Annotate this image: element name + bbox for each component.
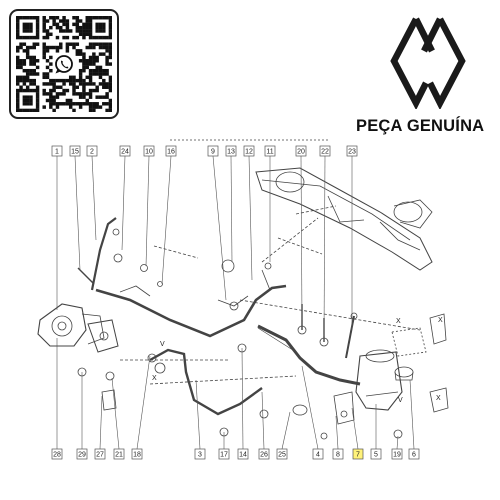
renault-diamond-logo	[390, 17, 466, 109]
power-steering-pump	[37, 303, 105, 347]
part-callout-26: 26	[258, 391, 270, 460]
part-callout-label: 22	[321, 149, 329, 156]
part-callout-label: 2	[90, 149, 94, 156]
part-callout-label: 25	[278, 452, 286, 459]
fluid-reservoir	[355, 349, 403, 411]
part-callout-label: 19	[393, 452, 401, 459]
part-callout-label: 12	[245, 149, 253, 156]
part-callout-4: 4	[301, 365, 324, 460]
steering-rack	[255, 167, 433, 271]
part-callout-label: 1	[55, 149, 59, 156]
part-callout-label: 15	[71, 149, 79, 156]
part-callout-24: 24	[119, 145, 131, 251]
part-callout-label: 4	[316, 452, 320, 459]
part-callout-label: 29	[78, 452, 86, 459]
axis-mark: V	[160, 341, 165, 348]
part-callout-1: 1	[51, 145, 63, 310]
part-callout-label: 20	[297, 149, 305, 156]
part-callout-12: 12	[243, 145, 255, 281]
part-callout-label: 6	[412, 452, 416, 459]
part-callout-16: 16	[161, 145, 177, 285]
part-callout-22: 22	[319, 145, 331, 337]
part-callout-label: 17	[220, 452, 228, 459]
part-callout-15: 15	[69, 145, 81, 271]
part-callout-2: 2	[86, 145, 98, 241]
part-callout-8: 8	[332, 415, 344, 460]
part-callout-25: 25	[276, 411, 291, 460]
part-callout-14: 14	[237, 347, 249, 460]
part-callout-label: 7	[356, 452, 360, 459]
part-callout-label: 16	[167, 149, 175, 156]
part-callout-11: 11	[264, 145, 276, 262]
part-callout-label: 10	[145, 149, 153, 156]
part-callout-label: 28	[53, 452, 61, 459]
part-callout-label: 13	[227, 149, 235, 156]
axis-mark: V	[398, 397, 403, 404]
part-callout-6: 6	[408, 379, 420, 460]
axis-mark: X	[436, 395, 441, 402]
part-callout-23: 23	[346, 145, 358, 330]
axis-mark: X	[152, 375, 157, 382]
part-callout-5: 5	[370, 404, 382, 460]
part-callout-label: 11	[266, 149, 273, 156]
part-callout-17: 17	[218, 432, 230, 460]
qr-code-pattern	[16, 16, 112, 112]
part-callout-10: 10	[143, 145, 155, 267]
whatsapp-icon	[53, 53, 75, 75]
part-callout-21: 21	[111, 377, 125, 460]
part-callout-label: 8	[336, 452, 340, 459]
part-callout-19: 19	[391, 435, 403, 460]
part-callout-label: 24	[121, 149, 129, 156]
part-callout-3: 3	[194, 379, 206, 460]
part-callout-7: 7	[351, 407, 364, 460]
part-callout-28: 28	[51, 338, 63, 460]
part-callout-label: 18	[133, 452, 141, 459]
part-callout-9: 9	[207, 145, 227, 301]
part-callout-29: 29	[76, 372, 88, 460]
part-callout-13: 13	[225, 145, 237, 263]
part-callout-label: 3	[198, 452, 202, 459]
whatsapp-qr-code[interactable]	[9, 9, 119, 119]
axis-mark: X	[396, 318, 401, 325]
part-callout-label: 21	[115, 452, 123, 459]
part-callout-label: 23	[348, 149, 356, 156]
part-callout-label: 26	[260, 452, 268, 459]
part-callout-20: 20	[295, 145, 307, 321]
part-callout-label: 9	[211, 149, 215, 156]
part-callout-27: 27	[94, 395, 106, 460]
part-callout-18: 18	[131, 355, 151, 460]
axis-mark: X	[438, 317, 443, 324]
part-callout-label: 5	[374, 452, 378, 459]
genuine-part-label: PEÇA GENUÍNA	[356, 117, 485, 135]
part-callout-label: 27	[96, 452, 104, 459]
part-callout-label: 14	[239, 452, 247, 459]
